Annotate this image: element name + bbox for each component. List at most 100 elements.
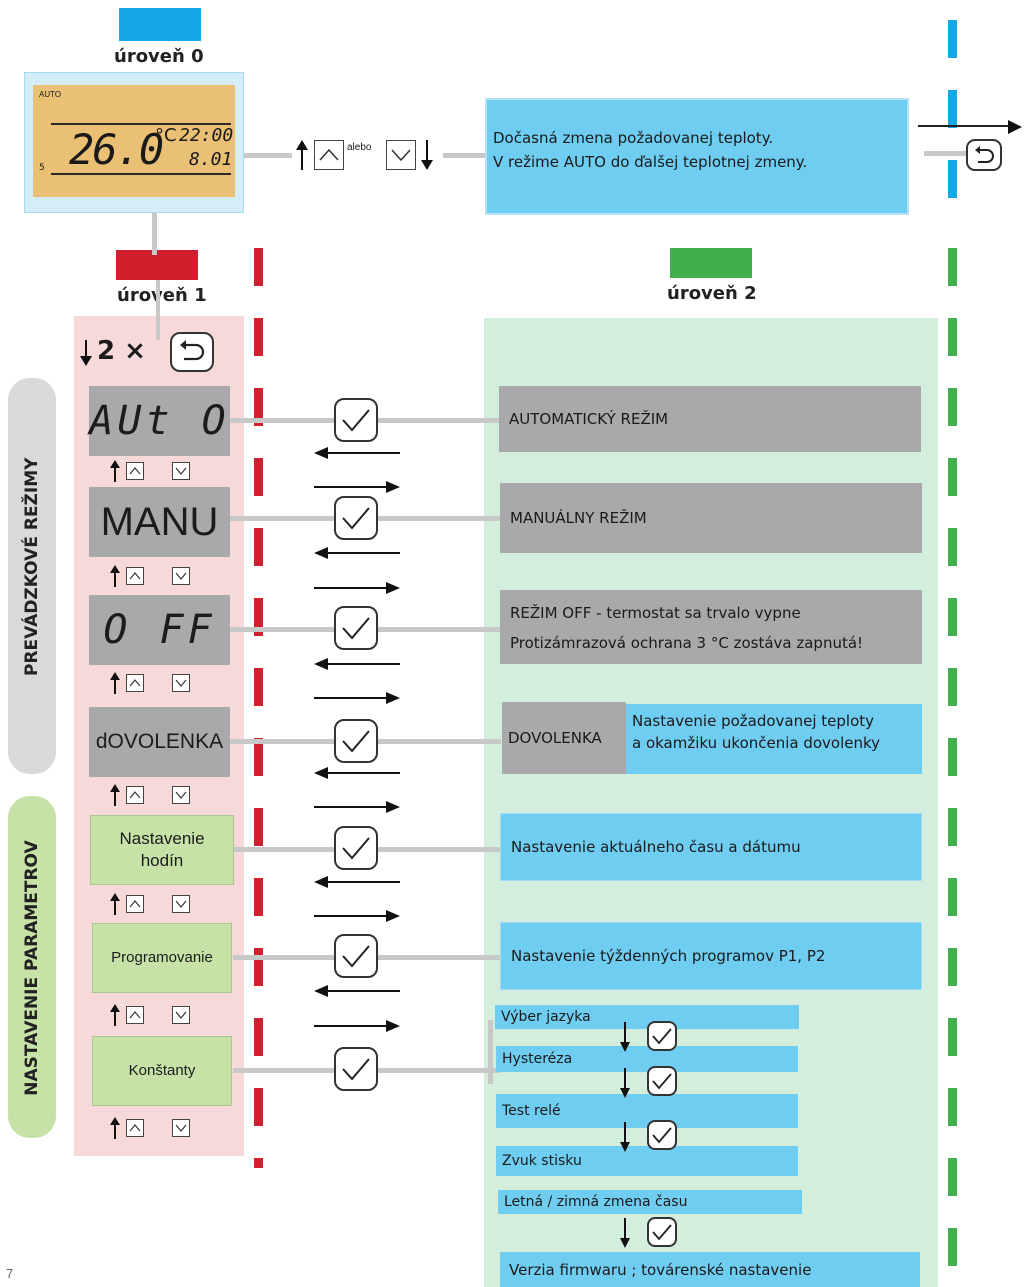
down-button[interactable] — [172, 895, 190, 913]
next-arrow-icon — [314, 479, 400, 493]
level0-boundary — [948, 20, 957, 220]
arrow-up-icon — [110, 784, 120, 806]
level1-vertical-connector — [156, 280, 160, 340]
lcd-unit: °C — [155, 125, 177, 146]
level2-color-tab — [670, 248, 752, 278]
lcd-divider-top — [51, 123, 231, 125]
ok-button-program[interactable] — [334, 934, 378, 978]
level0-color-tab — [119, 8, 201, 41]
constant-item-hysteresis[interactable]: Hysteréza — [496, 1046, 798, 1072]
menu-item-off[interactable]: O FF — [89, 595, 230, 665]
up-button[interactable] — [126, 674, 144, 692]
next-arrow-icon — [314, 690, 400, 704]
down-button[interactable] — [172, 786, 190, 804]
return-arrow-icon — [314, 656, 400, 670]
up-button[interactable] — [126, 567, 144, 585]
menu-item-auto[interactable]: AUt O — [89, 386, 230, 456]
ok-button-auto[interactable] — [334, 398, 378, 442]
return-arrow-icon — [314, 445, 400, 459]
up-button[interactable] — [126, 786, 144, 804]
parameter-setup-title: NASTAVENIE PARAMETROV — [22, 840, 42, 1096]
up-button[interactable] — [126, 895, 144, 913]
manual-mode-info: MANUÁLNY REŽIM — [500, 483, 922, 553]
down-button[interactable] — [172, 1006, 190, 1024]
auto-mode-info: AUTOMATICKÝ REŽIM — [499, 386, 921, 452]
arrow-up-icon — [110, 460, 120, 482]
ok-button-hysteresis[interactable] — [647, 1066, 677, 1096]
ok-button-dst[interactable] — [647, 1217, 677, 1247]
return-arrow-icon — [314, 874, 400, 888]
constant-item-firmware[interactable]: Verzia firmwaru ; továrenské nastavenie — [500, 1252, 920, 1287]
off-mode-info-line2: Protizámrazová ochrana 3 °C zostáva zapn… — [510, 634, 864, 652]
arrow-up-icon — [110, 672, 120, 694]
vacation-info: DOVOLENKA — [502, 702, 626, 774]
level2-panel — [484, 318, 938, 1287]
lcd-side-digit: 5 — [39, 163, 45, 173]
menu-item-clock[interactable]: Nastavenie hodín — [90, 815, 234, 885]
exit-arrow-head-icon — [1008, 119, 1022, 134]
menu-item-dovolenka[interactable]: dOVOLENKA — [89, 707, 230, 777]
level0-label: úroveň 0 — [114, 46, 204, 67]
constant-item-language[interactable]: Výber jazyka — [495, 1005, 799, 1029]
program-setup-info: Nastavenie týždenných programov P1, P2 — [500, 922, 922, 990]
arrow-up-icon — [110, 565, 120, 587]
operating-modes-panel — [8, 378, 56, 774]
down-arrow-icon — [620, 1022, 630, 1052]
ok-button-off[interactable] — [334, 606, 378, 650]
lcd-mode: AUTO — [39, 90, 62, 99]
down-button[interactable] — [172, 674, 190, 692]
lcd-divider-bottom — [51, 173, 231, 175]
constant-item-key-sound[interactable]: Zvuk stisku — [496, 1146, 798, 1176]
constant-item-relay-test[interactable]: Test relé — [496, 1094, 798, 1128]
vacation-detail-info: Nastavenie požadovanej teploty a okamžik… — [626, 704, 922, 774]
ok-button-constants[interactable] — [334, 1047, 378, 1091]
lcd-to-level1-connector — [152, 213, 157, 255]
ok-button-relay-test[interactable] — [647, 1120, 677, 1150]
down-arrow-icon — [620, 1068, 630, 1098]
menu-item-clock-label1: Nastavenie — [119, 829, 205, 848]
parameter-setup-panel — [8, 796, 56, 1138]
arrow-up-icon — [110, 1004, 120, 1026]
level1-boundary — [254, 248, 263, 1168]
back-button-level1[interactable] — [170, 332, 214, 372]
menu-item-programming-label: Programovanie — [111, 949, 213, 966]
constant-item-dst[interactable]: Letná / zimná zmena času — [498, 1190, 802, 1214]
down-arrow-icon — [620, 1218, 630, 1248]
lcd-date: 8.01 — [189, 149, 233, 170]
back-button[interactable] — [966, 139, 1002, 171]
ok-button-clock[interactable] — [334, 826, 378, 870]
up-button[interactable] — [126, 1006, 144, 1024]
down-button[interactable] — [172, 462, 190, 480]
menu-item-auto-label: AUt O — [89, 398, 230, 444]
menu-item-manu[interactable]: MANU — [89, 487, 230, 557]
vacation-detail-line1: Nastavenie požadovanej teploty — [632, 712, 875, 730]
ok-button-manu[interactable] — [334, 496, 378, 540]
up-button[interactable] — [126, 1119, 144, 1137]
constants-list-spine — [488, 1020, 493, 1084]
next-arrow-icon — [314, 908, 400, 922]
ok-button-language[interactable] — [647, 1021, 677, 1051]
return-arrow-icon — [314, 983, 400, 997]
down-button[interactable] — [172, 567, 190, 585]
buttons-to-info-connector — [443, 153, 485, 158]
operating-modes-title: PREVÁDZKOVÉ REŽIMY — [22, 457, 42, 676]
menu-item-programming[interactable]: Programovanie — [92, 923, 232, 993]
level1-color-tab — [116, 250, 198, 280]
menu-item-clock-label2: hodín — [140, 851, 184, 870]
next-arrow-icon — [314, 799, 400, 813]
return-arrow-icon — [314, 545, 400, 559]
down-button[interactable] — [386, 140, 416, 170]
down-arrow-icon — [620, 1122, 630, 1152]
temporary-change-info: Dočasná zmena požadovanej teploty. V rež… — [485, 98, 909, 215]
menu-item-constants[interactable]: Konštanty — [92, 1036, 232, 1106]
lcd-temperature: 26.0 — [69, 125, 164, 174]
up-button[interactable] — [126, 462, 144, 480]
arrow-up-icon — [110, 1117, 120, 1139]
or-label: alebo — [347, 142, 372, 153]
ok-button-dovolenka[interactable] — [334, 719, 378, 763]
down-button[interactable] — [172, 1119, 190, 1137]
up-button[interactable] — [314, 140, 344, 170]
next-arrow-icon — [314, 580, 400, 594]
next-arrow-icon — [314, 1018, 400, 1032]
clock-setup-info: Nastavenie aktuálneho času a dátumu — [500, 813, 922, 881]
